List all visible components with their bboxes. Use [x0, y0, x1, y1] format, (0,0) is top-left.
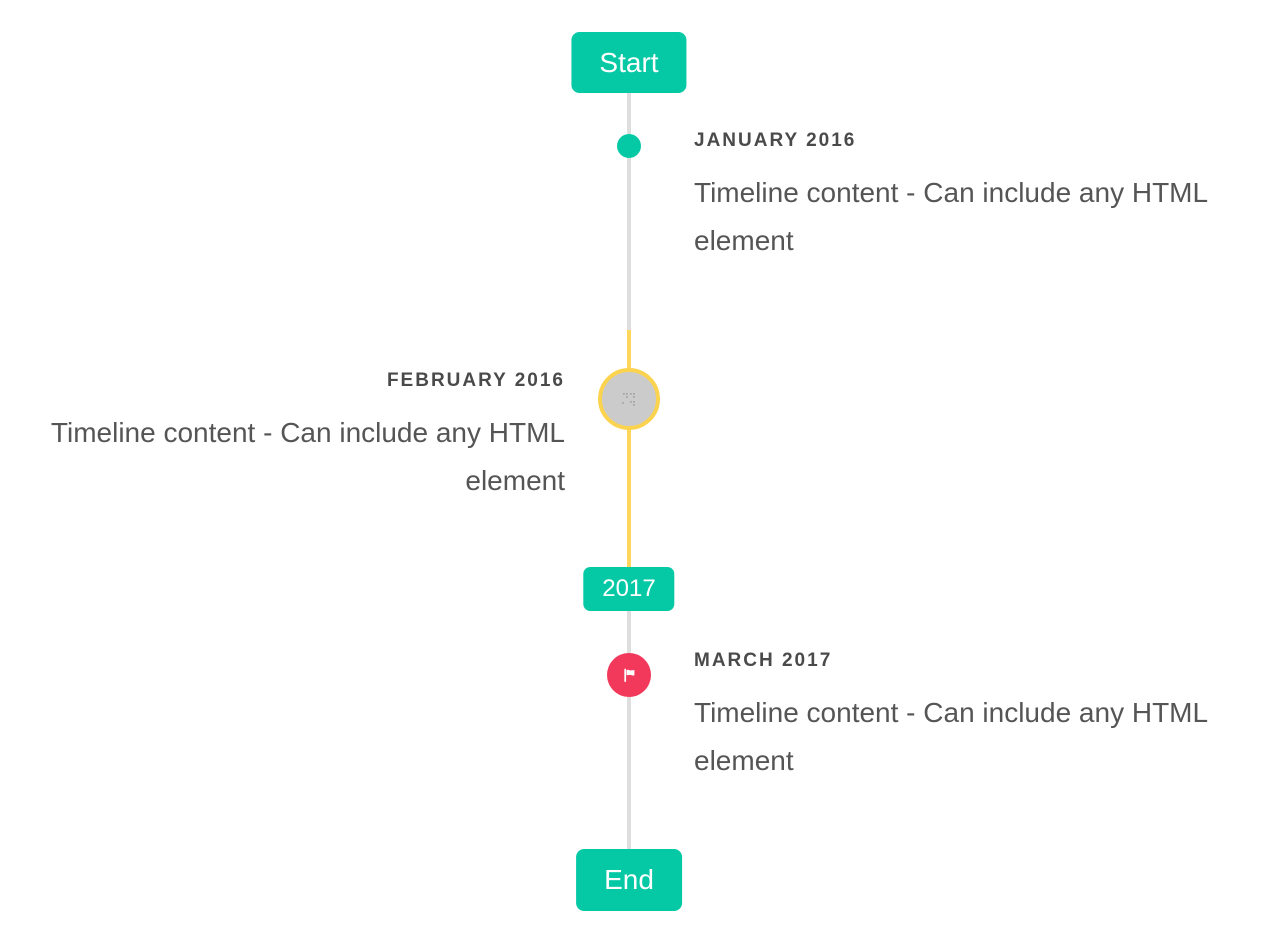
start-badge-label: Start	[599, 46, 659, 78]
timeline-year-badge: 2017	[583, 567, 675, 611]
year-badge-label: 2017	[602, 575, 656, 602]
item-content: Timeline content - Can include any HTML …	[50, 417, 565, 496]
timeline-line-segment	[627, 697, 631, 849]
timeline-line-segment	[627, 611, 631, 653]
timeline-line-segment	[627, 93, 631, 134]
item-title: JANUARY 2016	[694, 130, 857, 151]
timeline-start-badge: Start	[571, 32, 687, 93]
timeline-dot-marker	[617, 134, 641, 158]
item-content: Timeline content - Can include any HTML …	[694, 697, 1208, 776]
timeline-item-february: FEBRUARY 2016 Timeline content - Can inc…	[30, 368, 565, 505]
timeline-image-marker	[598, 368, 660, 430]
item-title: MARCH 2017	[694, 650, 833, 671]
item-title: FEBRUARY 2016	[386, 370, 565, 391]
timeline-line-segment-highlighted	[627, 330, 631, 370]
timeline-item-january: JANUARY 2016 Timeline content - Can incl…	[694, 128, 1229, 265]
flag-icon	[624, 668, 635, 682]
end-badge-label: End	[604, 864, 654, 895]
timeline-line-segment-highlighted	[627, 429, 631, 567]
timeline-item-march: MARCH 2017 Timeline content - Can includ…	[694, 648, 1229, 785]
timeline-flag-marker	[607, 653, 651, 697]
tiny-image-placeholder-icon	[622, 392, 635, 406]
item-content: Timeline content - Can include any HTML …	[694, 177, 1208, 256]
timeline-line-segment	[627, 158, 631, 330]
timeline-end-badge: End	[576, 849, 682, 911]
